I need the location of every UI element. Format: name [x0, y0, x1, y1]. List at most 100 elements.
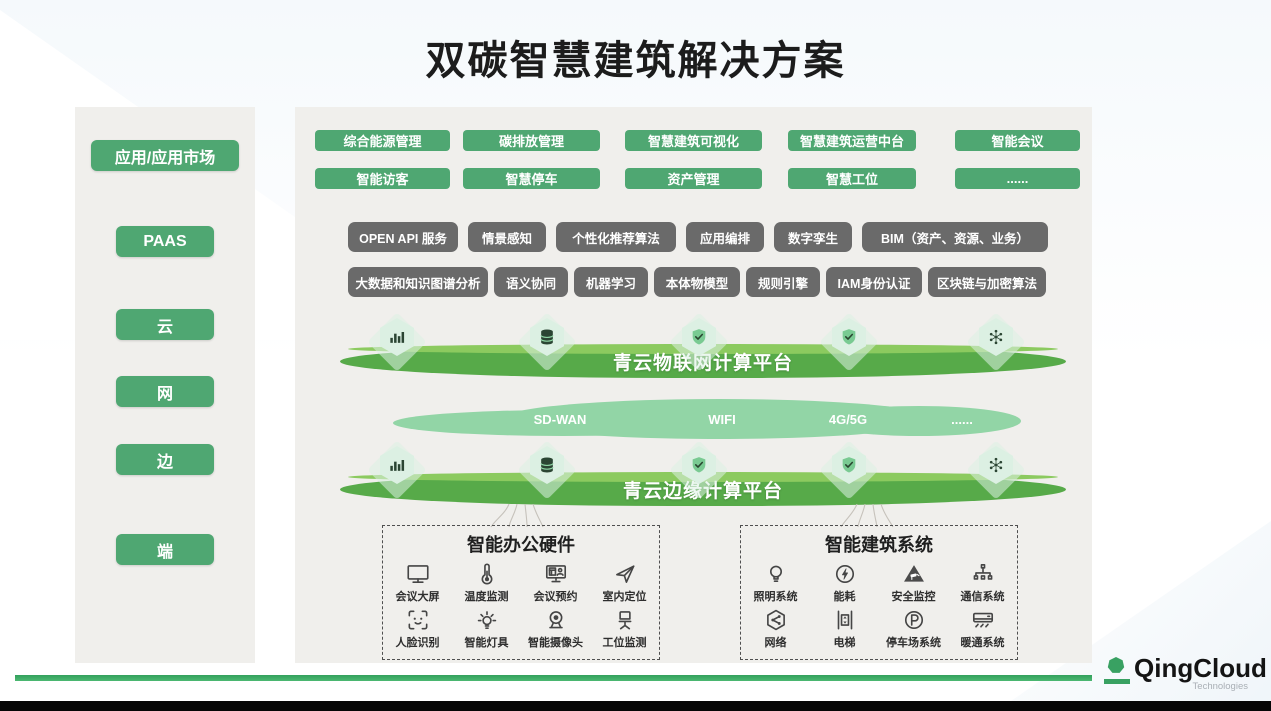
paas-tag: BIM（资产、资源、业务）	[862, 222, 1048, 252]
lighting-system-icon	[763, 561, 789, 587]
paas-tag: 情景感知	[468, 222, 546, 252]
device-label: 照明系统	[753, 591, 798, 603]
device-label: 智能灯具	[464, 637, 509, 649]
database-icon	[530, 446, 564, 484]
network-label-4g5g: 4G/5G	[828, 412, 868, 427]
indoor-location-icon	[612, 561, 638, 587]
device-item: 室内定位	[590, 561, 659, 604]
device-label: 安全监控	[891, 591, 936, 603]
elevator-icon	[832, 607, 858, 633]
hardware-grid: 会议大屏 温度监测 会议预约 室内定位 人脸识别	[383, 561, 659, 650]
device-label: 会议预约	[533, 591, 578, 603]
device-item: 暖通系统	[948, 607, 1017, 650]
device-item: 网络	[741, 607, 810, 650]
workstation-monitor-icon	[612, 607, 638, 633]
qingcloud-logo-underline	[1104, 679, 1130, 684]
network-label-sdwan: SD-WAN	[533, 412, 587, 427]
bottom-black-bar	[0, 701, 1271, 711]
parking-icon	[901, 607, 927, 633]
app-tag: ......	[955, 168, 1080, 189]
paas-tag: 本体物模型	[654, 267, 740, 297]
shield-check-icon	[682, 318, 716, 356]
device-label: 工位监测	[602, 637, 647, 649]
paas-tag: OPEN API 服务	[348, 222, 458, 252]
device-label: 人脸识别	[395, 637, 440, 649]
meeting-booking-icon	[543, 561, 569, 587]
device-item: 照明系统	[741, 561, 810, 604]
paas-tag: IAM身份认证	[826, 267, 922, 297]
app-tag: 智能访客	[315, 168, 450, 189]
device-item: 智能摄像头	[521, 607, 590, 650]
hardware-box-title: 智能办公硬件	[467, 535, 575, 555]
shield-check-icon	[832, 446, 866, 484]
layer-app-market: 应用/应用市场	[91, 140, 239, 171]
layer-cloud: 云	[116, 309, 214, 340]
building-box: 智能建筑系统 照明系统 能耗 安全监控 通信系统	[740, 525, 1018, 660]
bar-chart-icon	[380, 318, 414, 356]
layer-terminal: 端	[116, 534, 214, 565]
thermometer-icon	[474, 561, 500, 587]
app-tag: 智慧建筑可视化	[625, 130, 762, 151]
device-item: 停车场系统	[879, 607, 948, 650]
paas-tag: 数字孪生	[774, 222, 852, 252]
network-label-more: ......	[951, 412, 973, 427]
device-label: 暖通系统	[960, 637, 1005, 649]
brand-subtitle: Technologies	[1192, 681, 1248, 692]
device-label: 能耗	[833, 591, 856, 603]
brand-name: QingCloud	[1134, 653, 1267, 683]
paas-tag: 应用编排	[686, 222, 764, 252]
footer-accent-line	[15, 675, 1092, 681]
layer-net: 网	[116, 376, 214, 407]
face-recognition-icon	[405, 607, 431, 633]
bar-chart-icon	[380, 446, 414, 484]
app-tag: 碳排放管理	[463, 130, 600, 151]
device-label: 电梯	[833, 637, 856, 649]
building-box-title: 智能建筑系统	[825, 535, 933, 555]
device-label: 温度监测	[464, 591, 509, 603]
device-item: 会议预约	[521, 561, 590, 604]
app-tag: 智能会议	[955, 130, 1080, 151]
hvac-icon	[970, 607, 996, 633]
device-item: 人脸识别	[383, 607, 452, 650]
device-item: 会议大屏	[383, 561, 452, 604]
network-label-wifi: WIFI	[708, 412, 736, 427]
hardware-box: 智能办公硬件 会议大屏 温度监测 会议预约 室内定位	[382, 525, 660, 660]
paas-tag: 规则引擎	[746, 267, 820, 297]
paas-tag: 区块链与加密算法	[928, 267, 1046, 297]
paas-tag: 机器学习	[574, 267, 648, 297]
paas-tag: 个性化推荐算法	[556, 222, 676, 252]
device-label: 智能摄像头	[528, 637, 583, 649]
paas-tag: 语义协同	[494, 267, 568, 297]
shield-check-icon	[682, 446, 716, 484]
paas-tag: 大数据和知识图谱分析	[348, 267, 488, 297]
device-item: 工位监测	[590, 607, 659, 650]
smart-camera-icon	[543, 607, 569, 633]
shield-check-icon	[832, 318, 866, 356]
device-label: 会议大屏	[395, 591, 440, 603]
building-grid: 照明系统 能耗 安全监控 通信系统 网络	[741, 561, 1017, 650]
cluster-icon	[979, 318, 1013, 356]
device-label: 停车场系统	[886, 637, 941, 649]
security-monitor-icon	[901, 561, 927, 587]
device-item: 智能灯具	[452, 607, 521, 650]
app-tag: 智慧停车	[463, 168, 600, 189]
page-title: 双碳智慧建筑解决方案	[425, 39, 846, 83]
footer-brand: QingCloud Technologies	[1100, 652, 1267, 696]
cluster-icon	[979, 446, 1013, 484]
device-item: 能耗	[810, 561, 879, 604]
monitor-icon	[405, 561, 431, 587]
database-icon	[530, 318, 564, 356]
device-item: 电梯	[810, 607, 879, 650]
energy-icon	[832, 561, 858, 587]
device-label: 网络	[764, 637, 787, 649]
app-tag: 综合能源管理	[315, 130, 450, 151]
cloud-shape	[501, 399, 937, 439]
app-tag: 智慧工位	[788, 168, 916, 189]
device-item: 温度监测	[452, 561, 521, 604]
qingcloud-logo-icon	[1107, 657, 1125, 673]
network-cloud: SD-WAN WIFI 4G/5G ......	[393, 399, 1021, 439]
app-tag: 智慧建筑运营中台	[788, 130, 916, 151]
layer-sidebar: 应用/应用市场 PAAS 云 网 边 端	[75, 107, 255, 663]
layer-edge: 边	[116, 444, 214, 475]
